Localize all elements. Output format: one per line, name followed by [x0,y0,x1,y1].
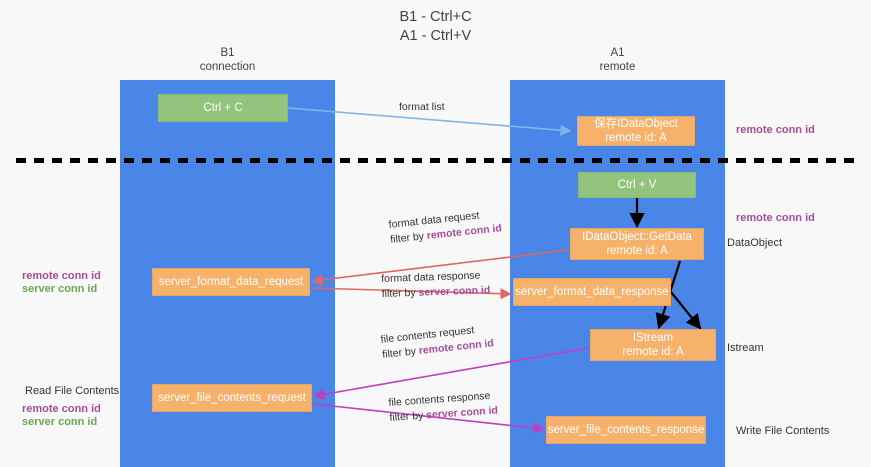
side-label-write-file-contents: Write File Contents [736,425,830,437]
phase-divider [16,158,861,163]
box-ctrl-v[interactable]: Ctrl + V [578,172,696,198]
box-istream[interactable]: IStream remote id: A [590,329,716,361]
box-ctrl-c-label: Ctrl + C [203,102,243,114]
box-idataobject-getdata[interactable]: IDataObject::GetData remote id: A [570,228,704,260]
lane-header-a1-name: A1 [610,47,625,59]
flow-label-format-list: format list [399,100,445,115]
filter-prefix: filter by [381,345,420,361]
box-server-file-contents-request[interactable]: server_file_contents_request [152,384,312,412]
lane-header-a1: A1 remote [510,47,725,74]
flow-label-format-list-line1: format list [399,101,445,113]
flow-label-file-contents-request: file contents request filter by remote c… [380,321,495,363]
flow-label-format-data-response-line2: filter by server conn id [382,283,491,302]
title-line-2: A1 - Ctrl+V [399,28,472,44]
box-ctrl-c[interactable]: Ctrl + C [158,94,288,122]
box-idataobject-getdata-id: remote id: A [606,245,668,257]
lane-header-b1-sub: connection [199,60,256,73]
filter-key-server-conn-id: server conn id [425,404,499,422]
side-label-dataobject: DataObject [727,237,783,249]
side-label-read-file-contents: Read File Contents [25,385,120,397]
flow-label-file-contents-response: file contents response filter by server … [388,388,498,425]
box-server-format-data-request[interactable]: server_format_data_request [152,268,310,296]
lane-header-b1-name: B1 [220,47,235,59]
box-idataobject-getdata-title: IDataObject::GetData [582,231,692,243]
filter-prefix: filter by [389,409,427,424]
title-line-1: B1 - Ctrl+C [399,9,472,25]
lane-header-a1-sub: remote [599,60,636,73]
box-server-format-data-response[interactable]: server_format_data_response [513,278,671,306]
side-label-left-remote-conn-id-2: remote conn id [22,403,101,415]
flow-label-format-data-response: format data response filter by server co… [381,268,491,302]
side-label-left-server-conn-id-1: server conn id [22,283,98,295]
side-label-remote-conn-id-top: remote conn id [736,124,815,136]
box-server-file-contents-response-label: server_file_contents_response [547,424,705,436]
filter-key-server-conn-id: server conn id [418,284,491,299]
side-label-istream: Istream [727,342,764,354]
side-label-remote-conn-id-mid: remote conn id [736,212,815,224]
box-saved-idataobject[interactable]: 保存IDataObject remote id: A [577,116,695,146]
side-label-left-remote-conn-id-1: remote conn id [22,270,101,282]
box-server-format-data-response-label: server_format_data_response [515,286,669,298]
box-server-format-data-request-label: server_format_data_request [158,276,304,288]
lane-header-b1: B1 connection [120,47,335,74]
box-server-file-contents-request-label: server_file_contents_request [158,392,306,404]
box-istream-title: IStream [632,332,674,344]
box-saved-idataobject-title: 保存IDataObject [594,118,678,130]
box-ctrl-v-label: Ctrl + V [617,179,657,191]
flow-label-format-data-request: format data request filter by remote con… [388,206,503,248]
box-istream-id: remote id: A [622,346,684,358]
filter-prefix: filter by [389,230,428,246]
filter-prefix: filter by [381,286,419,300]
box-saved-idataobject-id: remote id: A [605,132,667,144]
side-label-left-server-conn-id-2: server conn id [22,416,98,428]
box-server-file-contents-response[interactable]: server_file_contents_response [546,416,706,444]
diagram-title: B1 - Ctrl+C A1 - Ctrl+V [0,8,871,46]
